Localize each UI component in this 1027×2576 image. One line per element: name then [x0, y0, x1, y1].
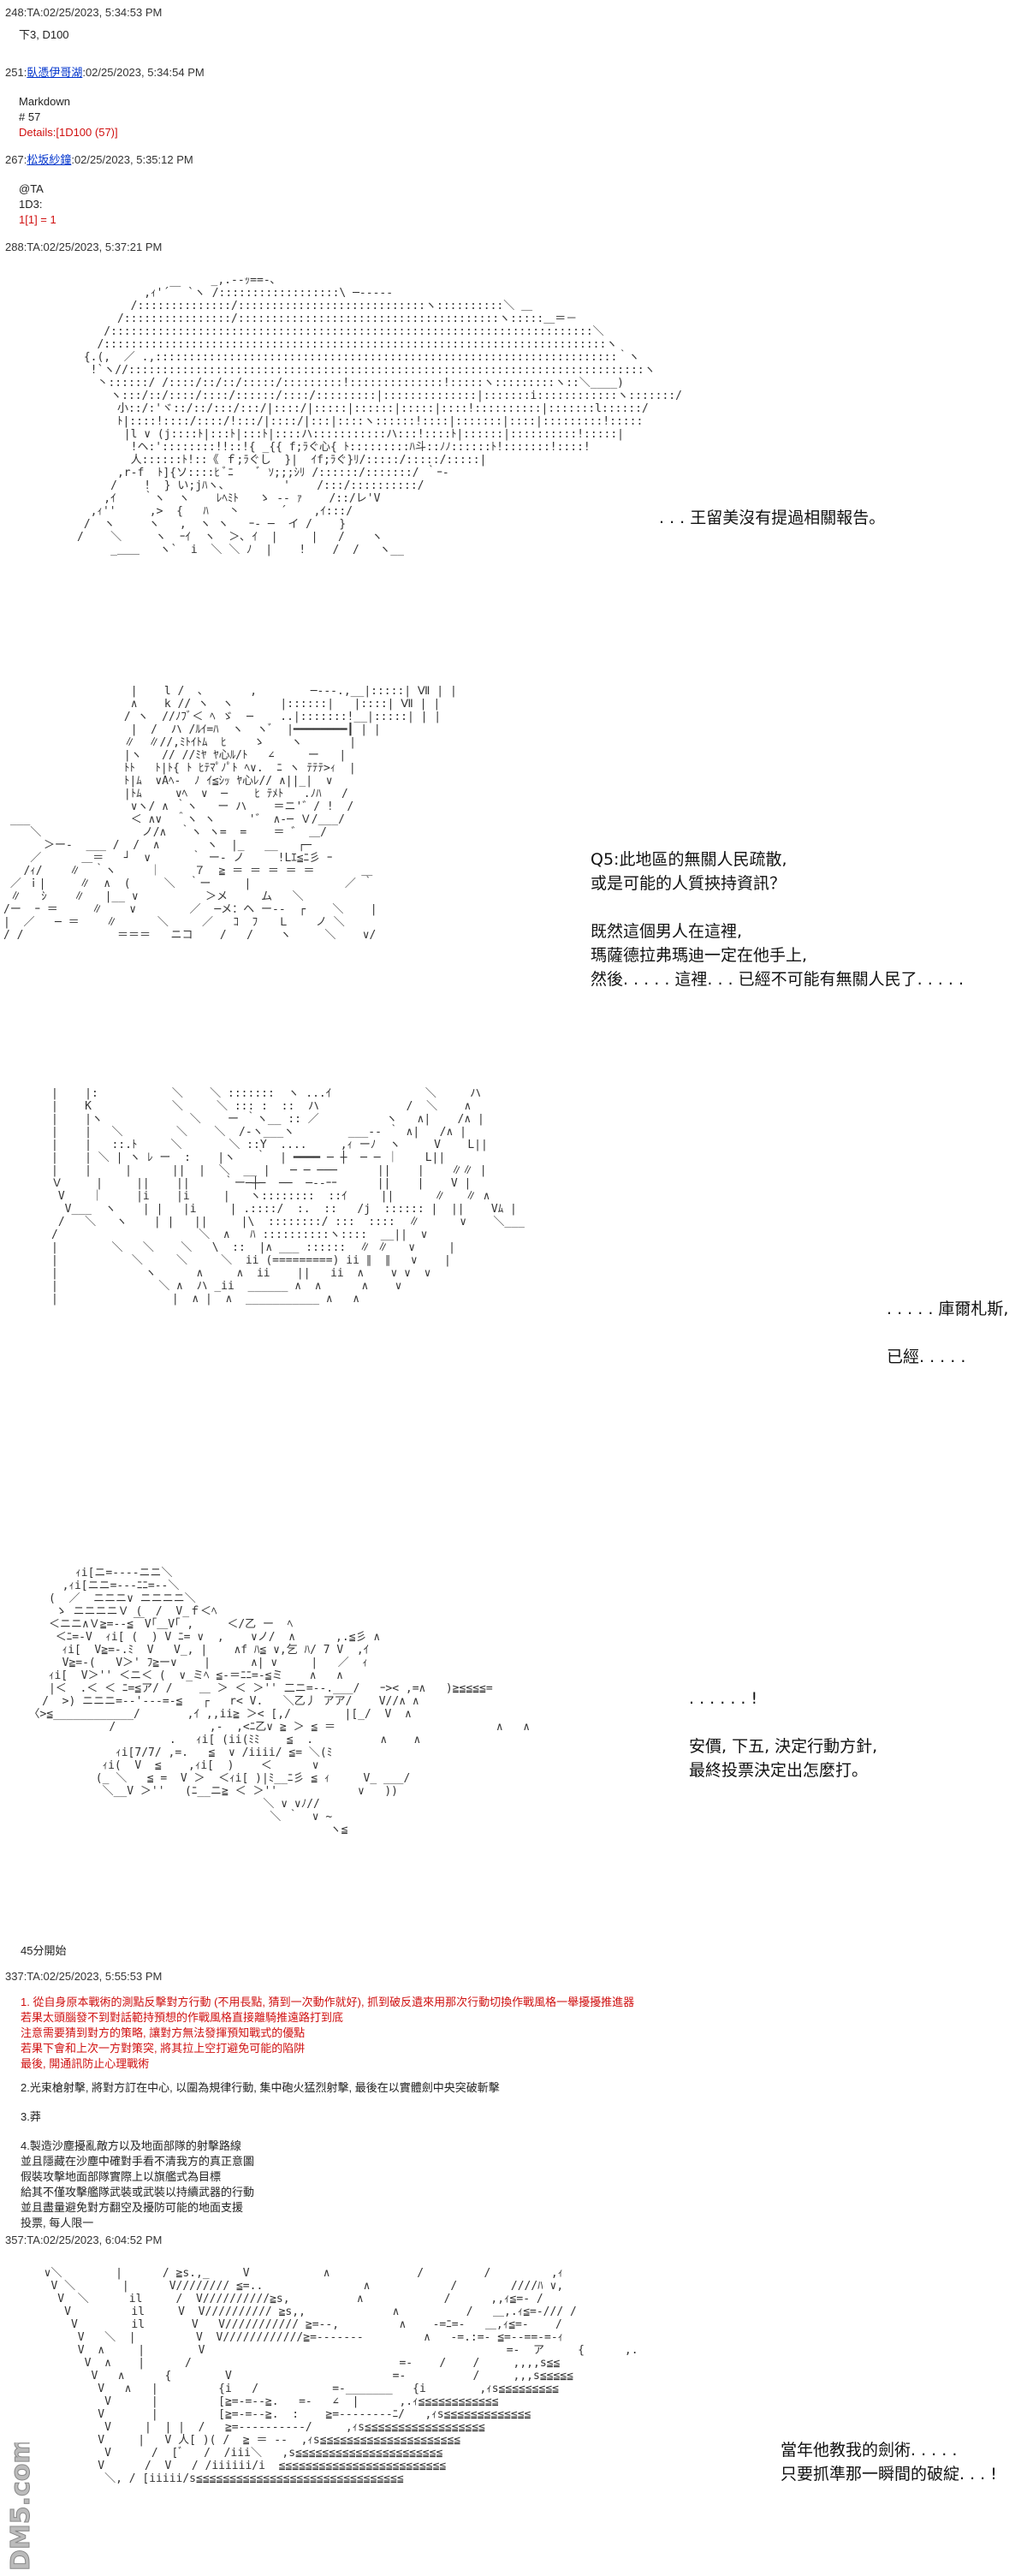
caption-scene-4: . . . . . . ! 安價, 下五, 決定行動方針, 最終投票決定出怎麼打… — [689, 1689, 878, 1780]
post-text: 下3, D100 — [19, 28, 69, 41]
post-time: :02/25/2023, 5:34:54 PM — [82, 66, 205, 79]
post-time: :02/25/2023, 5:35:12 PM — [71, 153, 193, 166]
post-text: 1D3: — [19, 198, 43, 211]
post-header: 248:TA:02/25/2023, 5:34:53 PM — [5, 6, 163, 19]
post-267: 267:松坂紗鐘:02/25/2023, 5:35:12 PM @TA 1D3:… — [0, 152, 1027, 228]
timer-note: 45分開始 — [21, 1944, 67, 1957]
poster-name-link[interactable]: 臥憑伊哥湖 — [27, 66, 83, 79]
post-header: 251:臥憑伊哥湖:02/25/2023, 5:34:54 PM — [0, 65, 1027, 80]
post-number: 267: — [5, 153, 27, 166]
ascii-art-scene-3: | |: ＼ ＼ ::::::: ヽ ...ｲ ＼ ハ | K ＼ ＼ ::: … — [51, 1087, 525, 1306]
post-text: # 57 — [19, 110, 41, 123]
vote-option-3: 3.莽 — [21, 2110, 41, 2123]
post-header: 288:TA:02/25/2023, 5:37:21 PM — [5, 241, 163, 253]
ascii-art-scene-2: | l / ､ , ─---.,__|:::::| Ⅶ | | ∧ k // ヽ… — [3, 685, 457, 942]
post-header: 357:TA:02/25/2023, 6:04:52 PM — [5, 2234, 163, 2246]
post-288: 288:TA:02/25/2023, 5:37:21 PM — [0, 240, 1027, 255]
dice-details: Details:[1D100 (57)] — [19, 126, 118, 139]
ascii-art-scene-1: _,.--ｯ==-､ ,ｨ'´￣ `ヽ /::::::::::::::::::\… — [77, 274, 682, 556]
post-251: 251:臥憑伊哥湖:02/25/2023, 5:34:54 PM Markdow… — [0, 65, 1027, 140]
caption-scene-5: 當年他教我的劍術. . . . . 只要抓準那一瞬間的破綻. . . ! — [781, 2441, 997, 2484]
vote-option-1: 1. 從自身原本戰術的測點反擊對方行動 (不用長點, 猜到一次動作就好), 抓到… — [21, 1996, 635, 2070]
post-357: 357:TA:02/25/2023, 6:04:52 PM — [0, 2233, 1027, 2248]
post-number: 251: — [5, 66, 27, 79]
ascii-art-scene-4: ｨi[ニ=-‐--ニニ＼ ,ｨi[ニニ=--‐ﾆﾆ=-‐＼ ( ／ ニニニ∨ ニ… — [28, 1567, 531, 1836]
vote-option-4: 4.製造沙塵擾亂敵方以及地面部隊的射擊路線 並且隱藏在沙塵中確對手看不清我方的真… — [21, 2139, 255, 2229]
ascii-art-scene-5: ∨＼ | / ≧s.,_ V ∧ / / ,ｨ V ＼ | V//////// … — [44, 2267, 638, 2485]
post-248: 248:TA:02/25/2023, 5:34:53 PM 下3, D100 — [0, 5, 1027, 43]
post-header: 337:TA:02/25/2023, 5:55:53 PM — [5, 1970, 163, 1983]
dice-result: 1[1] = 1 — [19, 213, 56, 226]
caption-scene-3: . . . . . 庫爾札斯, 已經. . . . . — [887, 1300, 1009, 1366]
post-header: 267:松坂紗鐘:02/25/2023, 5:35:12 PM — [0, 152, 1027, 168]
poster-name-link[interactable]: 松坂紗鐘 — [27, 153, 72, 166]
post-text: @TA — [19, 182, 44, 195]
site-watermark-logo: DM5.com — [3, 2436, 39, 2572]
vote-option-2: 2.光束槍射擊, 將對方訂在中心, 以圍為規律行動, 集中砲火猛烈射擊, 最後在… — [21, 2081, 500, 2094]
post-337: 337:TA:02/25/2023, 5:55:53 PM 1. 從自身原本戰術… — [0, 1969, 1027, 2231]
caption-scene-2: Q5:此地區的無關人民疏散, 或是可能的人質挾持資訊？ 既然這個男人在這裡, 瑪… — [591, 850, 964, 989]
caption-scene-1: . . . 王留美沒有提過相關報告。 — [659, 509, 886, 527]
post-text: Markdown — [19, 95, 70, 108]
watermark-text: DM5.com — [6, 2442, 36, 2571]
